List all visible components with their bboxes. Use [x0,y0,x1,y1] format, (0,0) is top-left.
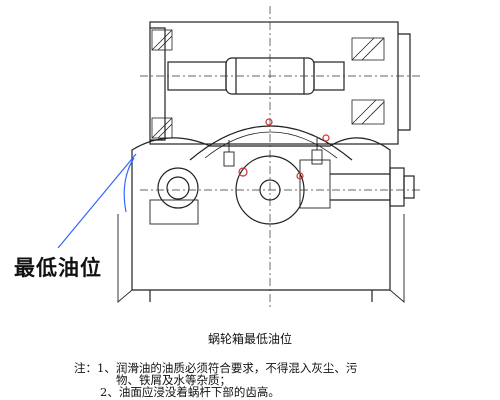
notes-prefix: 注： [74,361,97,375]
left-shaft-boss [157,167,199,209]
oil-level-label: 最低油位 [14,256,102,280]
marker-top [265,118,273,126]
note-1: 1、润滑油的油质必须符合要求，不得混入灰尘、污 [97,361,358,375]
marker-low [296,172,304,180]
left-bearing [151,29,173,139]
figure-caption: 蜗轮箱最低油位 [207,332,292,346]
worm-wheel [189,125,353,161]
note-1-continued: 物、铁屑及水等杂质； [116,373,231,387]
right-bearing [351,37,385,125]
notes-line-1: 注：1、润滑油的油质必须符合要求，不得混入灰尘、污 [74,362,494,374]
marker-right [322,134,330,142]
bolts [223,138,323,167]
output-flange [389,167,405,207]
note-2: 2、油面应浸没着蜗杆下部的齿高。 [100,385,280,399]
right-bearing-cap [398,33,411,131]
notes-block: 注：1、润滑油的油质必须符合要求，不得混入灰尘、污 物、铁屑及水等杂质； 2、油… [74,362,494,398]
marker-left [238,167,248,177]
gearbox-body [131,137,391,291]
oil-level-leader [57,153,137,249]
worm-housing-cover [149,21,399,145]
